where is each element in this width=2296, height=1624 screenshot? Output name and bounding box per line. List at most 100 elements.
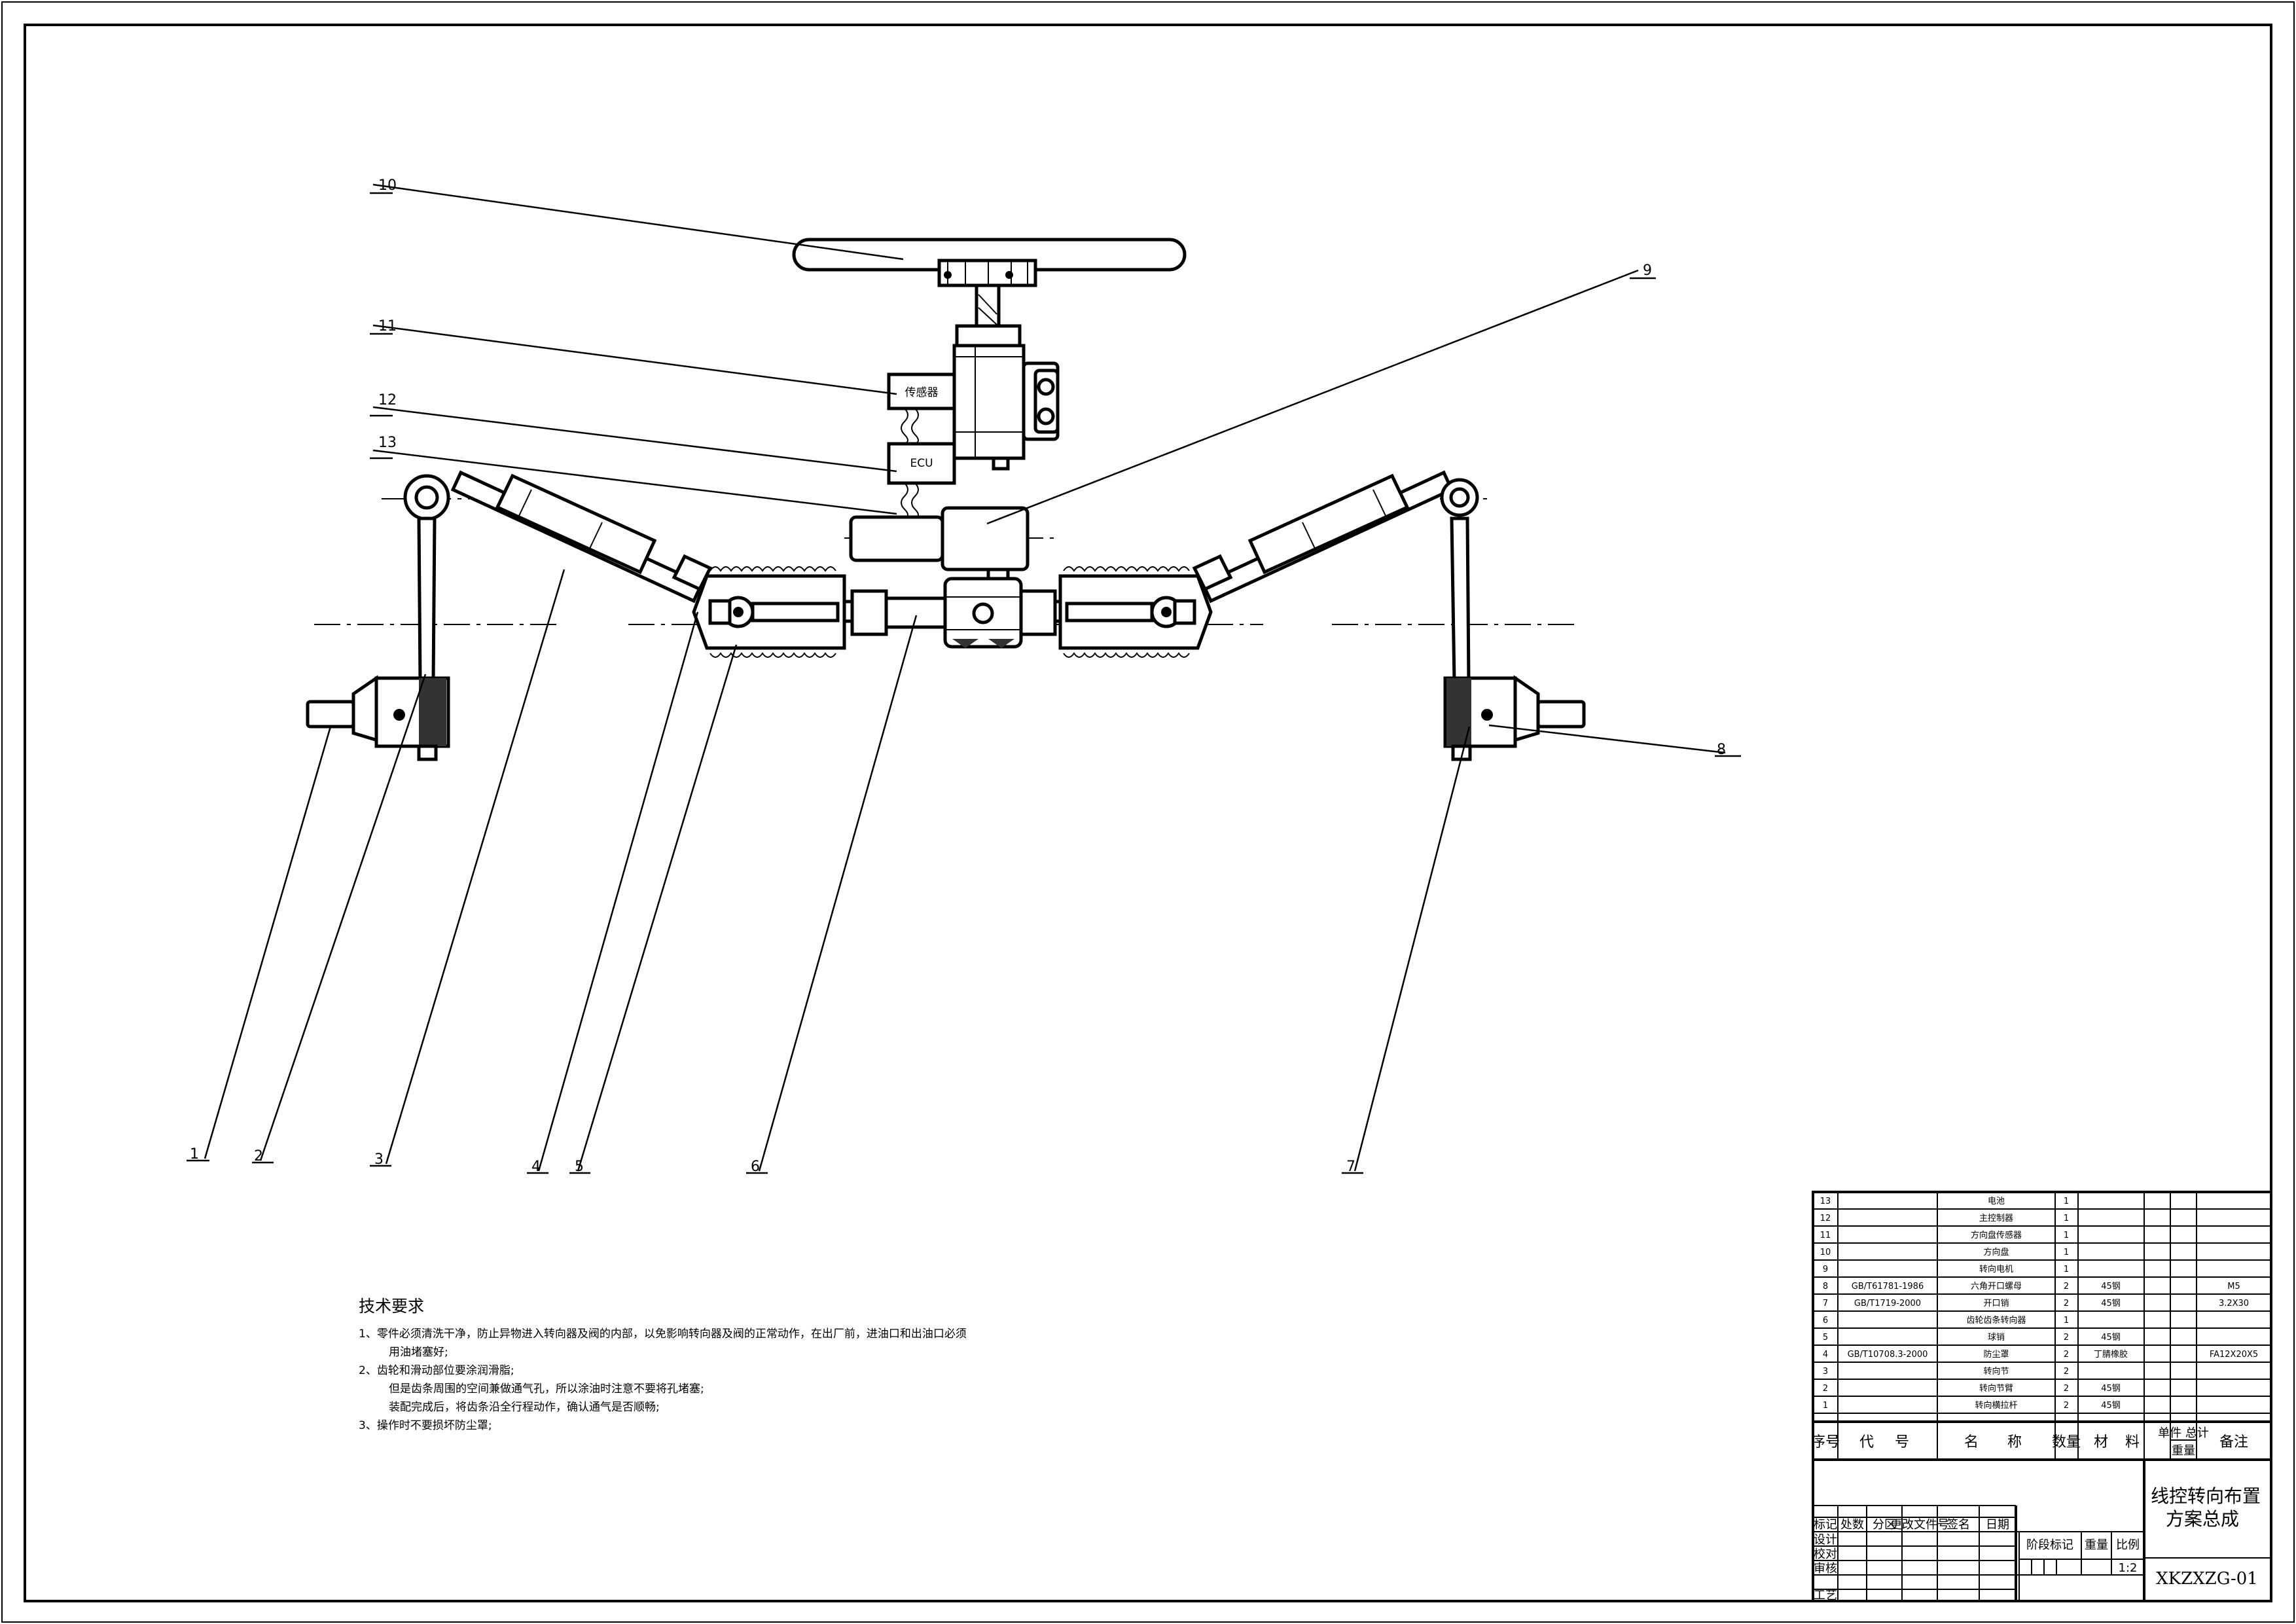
- weight-label: 重量: [2085, 1538, 2108, 1552]
- right-bellows: [1058, 566, 1213, 658]
- header-weight-top: 单件 总计: [2158, 1426, 2209, 1440]
- parts-row-name: 开口销: [1983, 1299, 2009, 1308]
- balloon-8: 8: [1717, 742, 1726, 758]
- scale-label: 比例: [2116, 1538, 2140, 1552]
- balloon-2: 2: [254, 1148, 263, 1164]
- parts-row-material: 45钢: [2101, 1282, 2121, 1291]
- header-remark: 备注: [2219, 1434, 2248, 1451]
- parts-row-qty: 1: [2064, 1316, 2069, 1326]
- header-material-a: 材: [2094, 1434, 2108, 1451]
- parts-row-no: 1: [1823, 1401, 1828, 1411]
- parts-row-remark: 3.2X30: [2219, 1299, 2249, 1308]
- parts-list-rows: 13 电池 1 12 主控制器 1 11 方向盘传感器 1 10 方向盘 1 9…: [1820, 1197, 2258, 1411]
- parts-row-qty: 2: [2064, 1401, 2069, 1411]
- drawing-title-line1: 线控转向布置: [2151, 1485, 2261, 1507]
- parts-list-grid: [1813, 1192, 2271, 1461]
- parts-row-name: 防尘罩: [1983, 1349, 2009, 1360]
- parts-row-material: 45钢: [2101, 1384, 2121, 1394]
- parts-row-no: 11: [1820, 1231, 1831, 1240]
- parts-row-qty: 2: [2064, 1350, 2069, 1360]
- parts-row-code: GB/T1719-2000: [1854, 1299, 1921, 1308]
- parts-row-code: GB/T10708.3-2000: [1848, 1350, 1928, 1360]
- balloon-1: 1: [190, 1146, 199, 1163]
- title-block: 13 电池 1 12 主控制器 1 11 方向盘传感器 1 10 方向盘 1 9…: [1811, 1191, 2272, 1602]
- header-code-b: 号: [1895, 1434, 1909, 1451]
- header-qty: 数量: [2052, 1434, 2081, 1451]
- requirement-item: 3、操作时不要损坏防尘罩;: [359, 1419, 492, 1432]
- parts-row-qty: 2: [2064, 1333, 2069, 1343]
- parts-row-no: 12: [1820, 1214, 1831, 1223]
- parts-row-name: 方向盘: [1983, 1247, 2009, 1257]
- left-knuckle-assembly: [306, 474, 450, 761]
- balloon-13: 13: [378, 435, 397, 451]
- requirement-item: 2、齿轮和滑动部位要涂润滑脂;: [359, 1364, 514, 1377]
- parts-row-qty: 1: [2064, 1265, 2069, 1274]
- parts-row-qty: 2: [2064, 1299, 2069, 1308]
- role-check: 校对: [1814, 1547, 1837, 1561]
- parts-row-qty: 2: [2064, 1384, 2069, 1394]
- parts-row-no: 8: [1823, 1282, 1828, 1291]
- header-name-b: 称: [2007, 1434, 2022, 1451]
- left-bellows: [692, 566, 846, 658]
- parts-row-material: 丁腈橡胶: [2094, 1349, 2128, 1360]
- role-process: 工艺: [1814, 1589, 1837, 1602]
- parts-row-qty: 1: [2064, 1248, 2069, 1257]
- balloon-4: 4: [531, 1159, 541, 1175]
- stage-mark-label: 阶段标记: [2026, 1538, 2073, 1552]
- parts-list-header: 序号 代 号 名 称 数量 材 料 单件 总计 重量 备注: [1811, 1426, 2248, 1458]
- parts-row-no: 5: [1823, 1333, 1828, 1343]
- technical-requirements-title: 技术要求: [359, 1297, 425, 1316]
- requirement-item: 1、零件必须清洗干净，防止异物进入转向器及阀的内部，以免影响转向器及阀的正常动作…: [359, 1327, 967, 1341]
- parts-row-remark: FA12X20X5: [2210, 1350, 2258, 1360]
- rev-header-count: 处数: [1840, 1518, 1864, 1532]
- parts-row-name: 转向电机: [1979, 1264, 2013, 1274]
- parts-row-no: 4: [1823, 1350, 1828, 1360]
- balloon-11: 11: [378, 318, 397, 334]
- steering-column-module: [952, 324, 1060, 471]
- header-no: 序号: [1811, 1434, 1840, 1451]
- balloon-5: 5: [575, 1159, 584, 1175]
- parts-row-no: 2: [1823, 1384, 1828, 1394]
- rev-header-mark: 标记: [1814, 1518, 1837, 1532]
- parts-row-no: 6: [1823, 1316, 1828, 1326]
- balloon-9: 9: [1643, 262, 1652, 279]
- ecu-box-label: ECU: [910, 457, 933, 470]
- parts-row-no: 7: [1823, 1299, 1828, 1308]
- parts-row-qty: 1: [2064, 1231, 2069, 1240]
- parts-row-name: 转向横拉杆: [1975, 1400, 2017, 1411]
- parts-row-qty: 1: [2064, 1214, 2069, 1223]
- parts-row-name: 齿轮齿条转向器: [1966, 1315, 2026, 1326]
- steering-wheel: [792, 238, 1187, 328]
- requirement-item: 用油堵塞好;: [389, 1346, 448, 1359]
- leader-lines: [204, 183, 1726, 1172]
- left-tie-rod: [450, 470, 713, 604]
- requirement-item: 装配完成后，将齿条沿全行程动作，确认通气是否顺畅;: [389, 1401, 660, 1414]
- parts-row-material: 45钢: [2101, 1401, 2121, 1411]
- parts-row-name: 转向节臂: [1979, 1383, 2013, 1394]
- parts-row-name: 方向盘传感器: [1971, 1230, 2022, 1240]
- drawing-code: XKZXZG-01: [2156, 1569, 2258, 1589]
- scale-value: 1:2: [2119, 1561, 2138, 1575]
- right-tie-rod: [1192, 470, 1454, 604]
- parts-row-qty: 2: [2064, 1367, 2069, 1377]
- header-material-b: 料: [2125, 1434, 2140, 1451]
- rev-header-date: 日期: [1986, 1518, 2009, 1532]
- balloon-labels: 10 11 12 13 9 8 1 2 3 4 5 6 7: [187, 177, 1741, 1175]
- parts-row-no: 10: [1820, 1248, 1831, 1257]
- stage-block: 阶段标记 重量 比例 1:2: [2026, 1538, 2140, 1575]
- header-code-a: 代: [1859, 1434, 1874, 1451]
- ecu-box: ECU: [887, 442, 956, 519]
- role-design: 设计: [1814, 1533, 1837, 1547]
- parts-row-name: 主控制器: [1979, 1214, 2013, 1223]
- title-block-grid: [1813, 1460, 2271, 1601]
- balloon-3: 3: [374, 1151, 384, 1168]
- parts-row-no: 3: [1823, 1367, 1828, 1377]
- drawing-title-line2: 方案总成: [2166, 1508, 2239, 1530]
- parts-row-name: 六角开口螺母: [1971, 1282, 2022, 1291]
- right-knuckle-assembly: [1440, 478, 1586, 761]
- role-review: 审核: [1814, 1562, 1837, 1576]
- rev-header-sign: 签名: [1946, 1518, 1970, 1532]
- header-name-a: 名: [1964, 1434, 1979, 1451]
